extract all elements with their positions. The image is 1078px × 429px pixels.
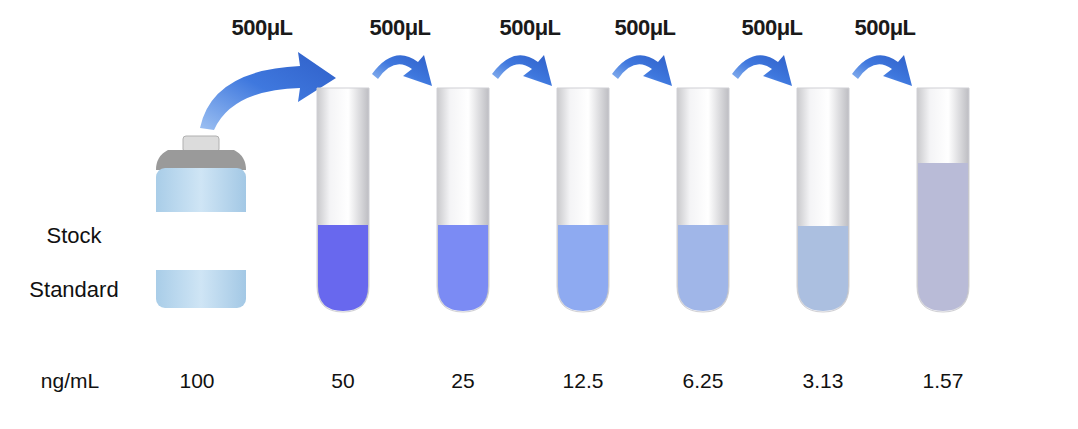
transfer-arrow bbox=[612, 55, 672, 86]
volume-label: 500μL bbox=[369, 15, 430, 41]
tube bbox=[317, 88, 369, 312]
concentration-label: 100 bbox=[179, 369, 214, 393]
tube-liquid bbox=[798, 226, 848, 311]
volume-label: 500μL bbox=[741, 15, 802, 41]
tube bbox=[437, 88, 489, 312]
tube bbox=[677, 88, 729, 312]
tube-liquid bbox=[918, 163, 968, 311]
concentration-label: 25 bbox=[451, 369, 474, 393]
transfer-arrow bbox=[492, 55, 552, 86]
bottle-body bbox=[156, 168, 246, 308]
concentration-label: 6.25 bbox=[683, 369, 724, 393]
transfer-arrow bbox=[372, 55, 432, 86]
bottle-shoulder bbox=[156, 150, 246, 170]
tube-glass bbox=[797, 88, 849, 312]
transfer-arrow bbox=[732, 55, 792, 86]
unit-label: ng/mL bbox=[41, 369, 99, 393]
tube bbox=[557, 88, 609, 312]
concentration-label: 3.13 bbox=[803, 369, 844, 393]
tube-liquid bbox=[318, 225, 368, 311]
volume-label: 500μL bbox=[499, 15, 560, 41]
concentration-label: 12.5 bbox=[563, 369, 604, 393]
volume-label: 500μL bbox=[231, 15, 292, 41]
volume-label: 500μL bbox=[614, 15, 675, 41]
transfer-arrow bbox=[200, 52, 336, 130]
volume-label: 500μL bbox=[854, 15, 915, 41]
tube-liquid bbox=[678, 225, 728, 311]
stock-label: Stock Standard bbox=[14, 209, 134, 317]
tube bbox=[917, 88, 969, 312]
tube-liquid bbox=[558, 225, 608, 311]
bottle-cap bbox=[183, 136, 219, 152]
tube-glass bbox=[917, 88, 969, 312]
stock-bottle bbox=[156, 136, 246, 308]
tube bbox=[797, 88, 849, 312]
tube-liquid bbox=[438, 225, 488, 311]
bottle-label bbox=[156, 212, 246, 270]
tube-glass bbox=[437, 88, 489, 312]
concentration-label: 50 bbox=[331, 369, 354, 393]
tube-glass bbox=[557, 88, 609, 312]
tube-glass bbox=[677, 88, 729, 312]
transfer-arrow bbox=[852, 55, 912, 86]
concentration-label: 1.57 bbox=[923, 369, 964, 393]
tube-glass bbox=[317, 88, 369, 312]
